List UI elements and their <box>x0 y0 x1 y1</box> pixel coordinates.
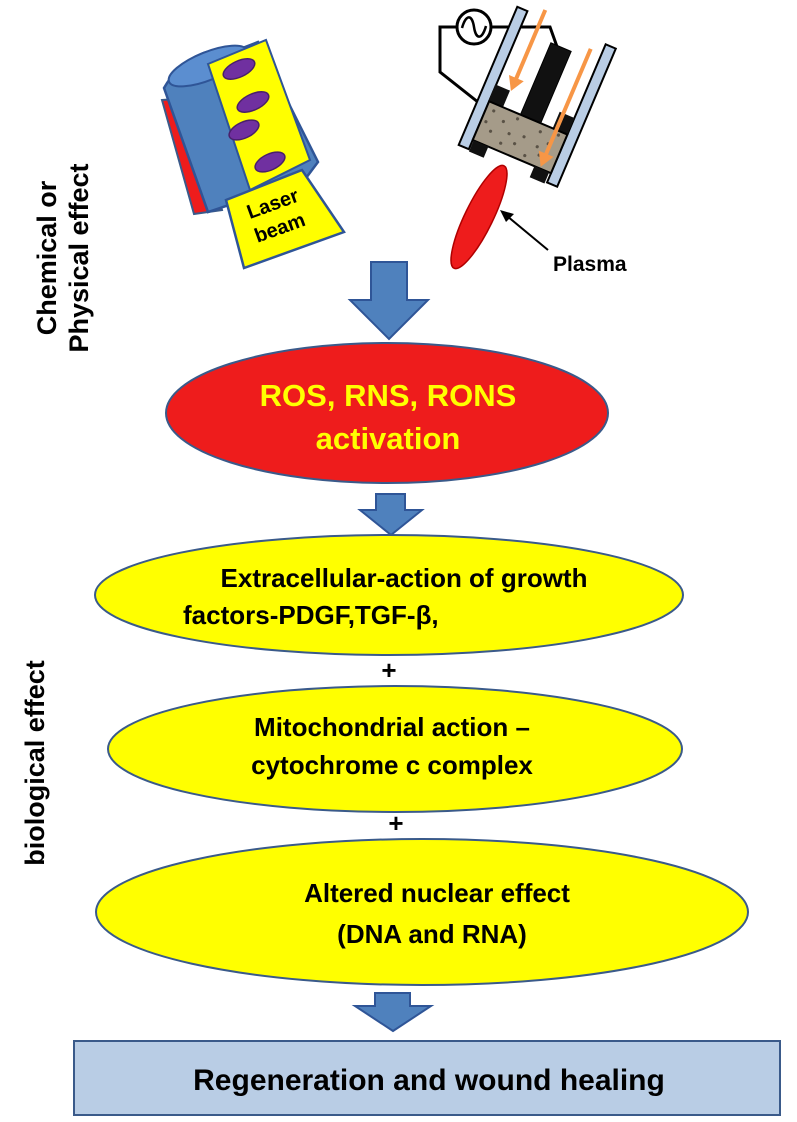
side-label-line-2: Physical effect <box>64 163 94 353</box>
activation-text-line-2: activation <box>316 421 461 456</box>
extracellular-text-line-2: factors-PDGF,TGF-β, <box>183 600 439 630</box>
nuclear-text-line-1: Altered nuclear effect <box>304 878 570 908</box>
plasma-label: Plasma <box>553 253 627 276</box>
side-label-biological: biological effect <box>20 660 50 866</box>
nuclear-text-line-2: (DNA and RNA) <box>337 919 527 949</box>
arrow-down-2 <box>357 493 425 537</box>
mitochondrial-ellipse <box>107 685 683 813</box>
mitochondrial-text-line-2: cytochrome c complex <box>251 750 533 780</box>
plasma-device-icon <box>438 5 618 270</box>
extracellular-ellipse <box>94 534 684 656</box>
plus-sign-2: + <box>388 808 403 838</box>
result-box <box>73 1040 781 1116</box>
result-text: Regeneration and wound healing <box>193 1064 665 1097</box>
mitochondrial-text-line-1: Mitochondrial action – <box>254 712 530 742</box>
side-label-line-1: Chemical or <box>32 180 62 336</box>
activation-ellipse <box>165 342 609 484</box>
arrow-down-3 <box>351 992 435 1033</box>
plus-sign-1: + <box>381 655 396 685</box>
nuclear-ellipse <box>95 838 749 986</box>
laser-device-icon <box>160 38 346 270</box>
extracellular-text-line-1: Extracellular-action of growth <box>221 563 588 593</box>
activation-text-line-1: ROS, RNS, RONS <box>260 378 517 413</box>
side-label-chemical-physical: Chemical or Physical effect <box>31 108 95 408</box>
arrow-down-1 <box>347 261 431 341</box>
